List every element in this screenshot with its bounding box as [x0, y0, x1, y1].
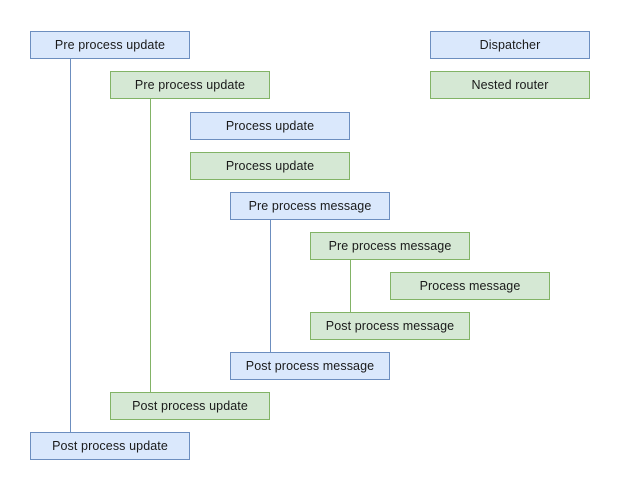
legend-item-dispatcher[interactable]: Dispatcher: [430, 31, 590, 59]
flow-node-n6[interactable]: Pre process message: [310, 232, 470, 260]
flow-node-n10[interactable]: Post process update: [110, 392, 270, 420]
flow-node-n7[interactable]: Process message: [390, 272, 550, 300]
connector-n1-to-n11: [70, 58, 71, 432]
flow-node-n11[interactable]: Post process update: [30, 432, 190, 460]
flow-node-n9[interactable]: Post process message: [230, 352, 390, 380]
flow-node-n2[interactable]: Pre process update: [110, 71, 270, 99]
flow-node-n4[interactable]: Process update: [190, 152, 350, 180]
legend-item-nested-router[interactable]: Nested router: [430, 71, 590, 99]
flow-node-n1[interactable]: Pre process update: [30, 31, 190, 59]
connector-n6-to-n8: [350, 259, 351, 312]
connector-n2-to-n10: [150, 98, 151, 392]
flow-node-n5[interactable]: Pre process message: [230, 192, 390, 220]
flow-node-n8[interactable]: Post process message: [310, 312, 470, 340]
connector-n5-to-n9: [270, 219, 271, 352]
flow-node-n3[interactable]: Process update: [190, 112, 350, 140]
